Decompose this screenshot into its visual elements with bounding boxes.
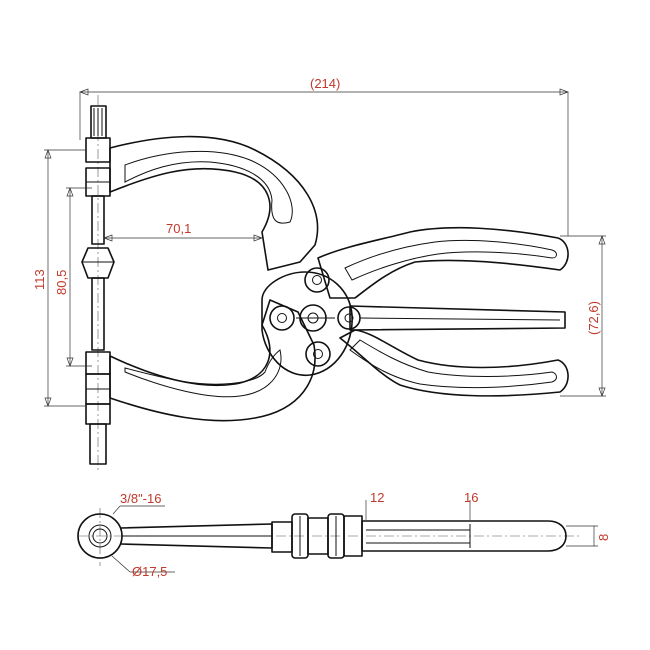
front-view: (214) 113 80,5 70,1 (72,6) <box>32 76 606 472</box>
side-view: 3/8"-16 Ø17,5 12 16 8 <box>77 490 611 579</box>
pad-diameter-label: Ø17,5 <box>132 564 167 579</box>
jaw-opening-label: 80,5 <box>54 270 69 295</box>
lower-jaw-arm <box>109 299 316 422</box>
overall-height-label: 113 <box>32 269 47 290</box>
throat-depth-label: 70,1 <box>166 221 191 236</box>
handle-dim-a-label: 12 <box>370 490 384 505</box>
lower-handle <box>339 329 569 397</box>
upper-handle <box>317 226 569 299</box>
arm-profile <box>120 523 273 549</box>
release-lever <box>349 305 566 331</box>
overall-length-label: (214) <box>310 76 340 91</box>
thread-size-label: 3/8"-16 <box>120 491 161 506</box>
handle-profile <box>361 520 567 552</box>
pivot-body <box>261 267 361 376</box>
front-dimensions: (214) 113 80,5 70,1 (72,6) <box>32 76 606 407</box>
side-dimensions: 3/8"-16 Ø17,5 12 16 8 <box>111 490 611 579</box>
upper-jaw-arm <box>109 135 319 271</box>
handle-span-label: (72,6) <box>586 301 601 335</box>
handle-dim-b-label: 16 <box>464 490 478 505</box>
handle-thickness-label: 8 <box>596 534 611 541</box>
